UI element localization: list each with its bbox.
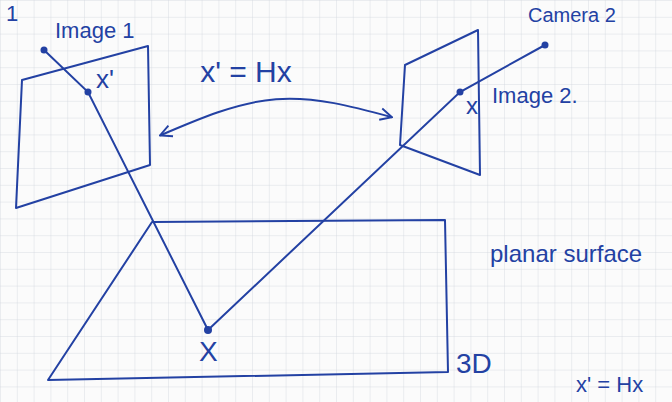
- image-point: [85, 89, 92, 96]
- world-point: [204, 326, 212, 334]
- space-label: 3D: [456, 350, 492, 378]
- camera-label: Camera 2: [528, 5, 616, 25]
- camera-center: [41, 47, 48, 54]
- point-label: X: [199, 338, 218, 366]
- figure-number: 1: [6, 3, 18, 25]
- image-plane: Image 1x': [12, 42, 152, 212]
- mapping-arrow: [160, 99, 392, 136]
- plane-outline: [400, 30, 480, 175]
- image-title: Image 2.: [492, 85, 578, 107]
- image-point: [457, 89, 464, 96]
- point-label: x: [466, 94, 478, 118]
- image-plane: Xplanar surface3D: [44, 216, 454, 386]
- plane-outline: [44, 216, 454, 386]
- surface-label: planar surface: [490, 242, 642, 266]
- homography-equation: x' = Hx: [200, 57, 292, 87]
- plane-outline: [12, 42, 152, 212]
- equation: x' = Hx: [576, 374, 643, 396]
- point-label: x': [96, 66, 114, 92]
- camera-center: [542, 42, 549, 49]
- image-title: Image 1: [55, 20, 135, 42]
- projection-ray: [44, 50, 208, 330]
- plane-outline: [48, 220, 448, 380]
- image-plane: xImage 2.: [396, 26, 484, 178]
- plane-outline: [16, 46, 150, 208]
